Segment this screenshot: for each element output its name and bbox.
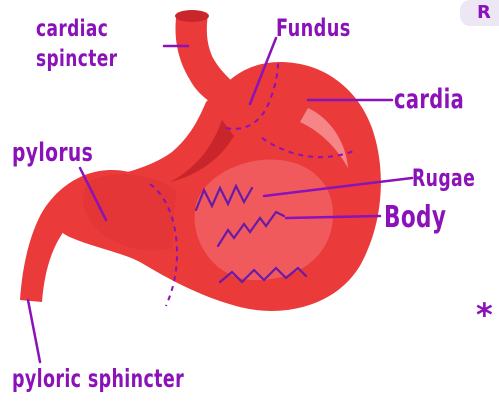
edge-asterisk: * bbox=[476, 296, 493, 334]
pyloric-sphincter-label: pyloric sphincter bbox=[12, 364, 184, 393]
rugae-label: Rugae bbox=[412, 164, 475, 192]
edge-fragment-label: R bbox=[477, 2, 491, 23]
fundus-label: Fundus bbox=[276, 14, 351, 42]
body-label: Body bbox=[384, 200, 446, 235]
pyloric-sphincter-pointer bbox=[28, 300, 40, 362]
pylorus-label: pylorus bbox=[12, 138, 93, 168]
esophagus-opening bbox=[175, 10, 209, 22]
cardia-label: cardia bbox=[394, 84, 464, 115]
cardiac-sphincter-label: cardiac spincter bbox=[36, 14, 117, 74]
